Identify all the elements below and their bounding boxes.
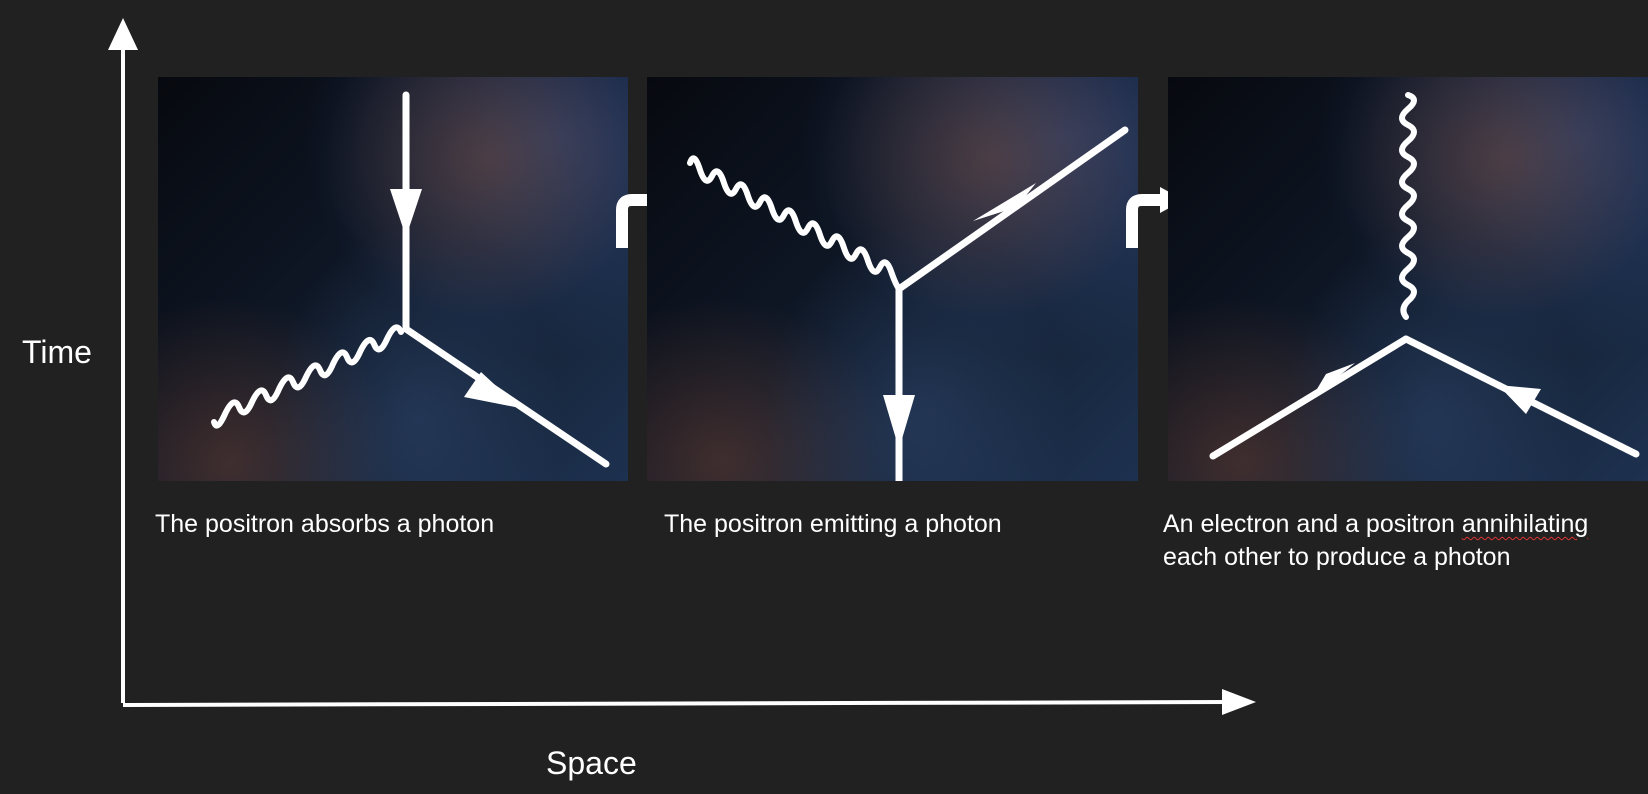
positron-incoming-arrowhead (973, 183, 1036, 221)
caption-emit: The positron emitting a photon (664, 510, 1002, 538)
caption-annihilation-flagged-word: annihilating (1461, 510, 1589, 538)
positron-outgoing-arrowhead (464, 372, 520, 408)
electron-arrowhead (1311, 363, 1355, 399)
positron-incoming-line (895, 126, 1129, 293)
caption-annihilation: An electron and a positron annihilating … (1163, 508, 1643, 574)
positron-outgoing-arrowhead (883, 395, 915, 449)
space-axis-arrowhead (1222, 689, 1256, 715)
positron-arrowhead (1498, 385, 1541, 414)
photon-wavy-line (1399, 92, 1417, 320)
time-axis-arrowhead (108, 18, 138, 50)
space-axis-label: Space (546, 745, 637, 781)
electron-line (1209, 335, 1410, 460)
diagram-panel-annihilation (1168, 77, 1648, 481)
feynman-diagram-emit (687, 126, 1129, 481)
feynman-diagram-absorb (211, 91, 610, 468)
positron-incoming-arrowhead (390, 189, 422, 237)
diagram-panel-absorb (158, 77, 628, 481)
space-axis (122, 700, 1229, 707)
feynman-diagram-annihilation (1209, 92, 1640, 460)
diagram-panel-emit (647, 77, 1138, 481)
caption-annihilation-part-1: An electron and a positron (1163, 510, 1462, 538)
photon-wavy-line (211, 324, 404, 429)
time-axis-label: Time (22, 334, 92, 370)
photon-wavy-line (687, 155, 902, 292)
caption-absorb: The positron absorbs a photon (155, 510, 495, 538)
caption-annihilation-part-2: each other to produce a photon (1163, 543, 1511, 571)
